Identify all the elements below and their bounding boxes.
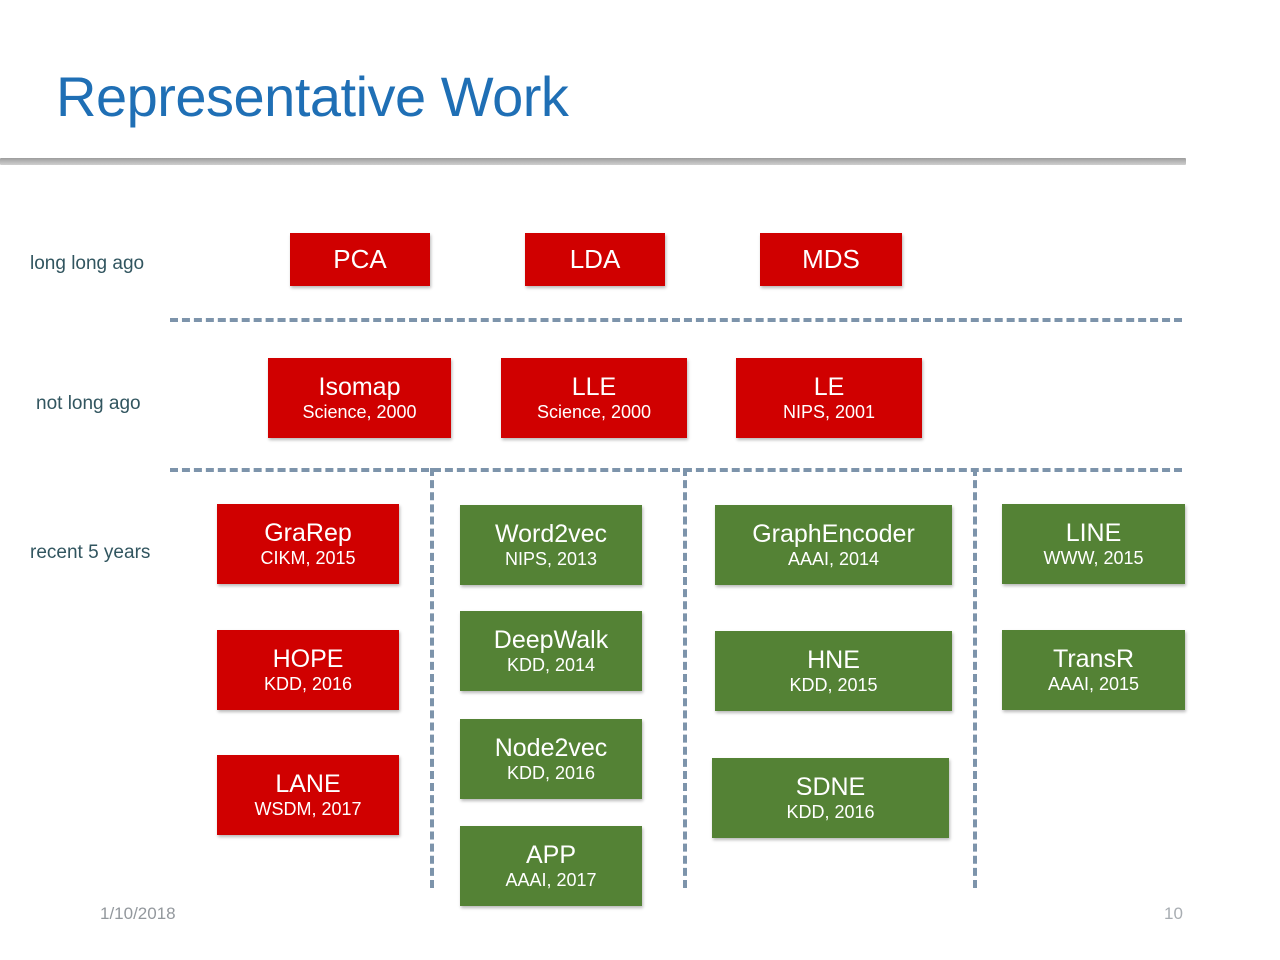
method-venue: AAAI, 2014 [787,548,880,569]
method-venue: Science, 2000 [302,401,417,422]
method-name: APP [525,840,577,869]
method-venue: WSDM, 2017 [254,798,362,819]
method-name: MDS [802,243,860,274]
method-name: HOPE [272,644,344,673]
method-box-pca[interactable]: PCA [290,233,430,286]
method-venue: KDD, 2016 [263,673,353,694]
method-venue: AAAI, 2017 [505,869,597,890]
method-venue: KDD, 2015 [789,674,878,695]
method-venue: NIPS, 2013 [504,548,598,569]
method-venue: KDD, 2016 [506,762,596,783]
method-name: PCA [333,243,387,274]
method-name: GraphEncoder [752,519,915,548]
method-box-lda[interactable]: LDA [525,233,665,286]
method-venue: KDD, 2016 [786,801,875,822]
method-name: Node2vec [494,733,608,762]
method-box-mds[interactable]: MDS [760,233,902,286]
method-name: LE [813,372,845,401]
title-underline-bar [0,158,1186,165]
method-name: TransR [1052,644,1135,673]
era-label-not-long-ago: not long ago [36,393,141,414]
method-name: LDA [569,243,621,274]
method-name: LANE [275,769,341,798]
footer-page-number: 10 [1164,904,1183,923]
method-name: LINE [1065,518,1122,547]
method-name: GraRep [264,518,352,547]
method-venue: CIKM, 2015 [260,547,356,568]
method-name: HNE [807,645,860,674]
method-venue: NIPS, 2001 [782,401,876,422]
vertical-divider-3 [973,468,977,888]
method-name: DeepWalk [493,625,609,654]
method-name: SDNE [795,772,866,801]
footer-date: 1/10/2018 [100,904,176,923]
horizontal-divider-1 [170,318,1182,322]
vertical-divider-1 [430,468,434,888]
page-title: Representative Work [56,65,569,128]
vertical-divider-2 [683,468,687,888]
era-label-long-long-ago: long long ago [30,253,145,274]
method-name: Word2vec [494,519,608,548]
method-venue: Science, 2000 [536,401,652,422]
method-name: LLE [571,372,617,401]
method-venue: WWW, 2015 [1043,547,1144,568]
method-name: Isomap [318,372,401,401]
method-venue: AAAI, 2015 [1047,673,1140,694]
method-venue: KDD, 2014 [506,654,596,675]
era-label-recent-5-years: recent 5 years [30,542,151,563]
horizontal-divider-2 [170,468,1182,472]
